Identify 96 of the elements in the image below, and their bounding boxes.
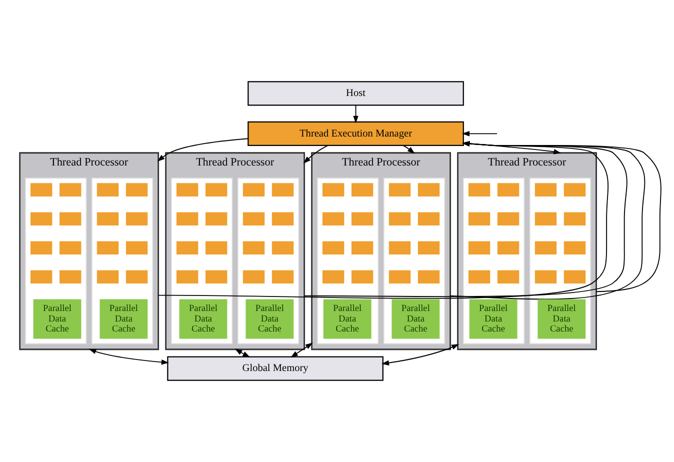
node-box (497, 241, 520, 254)
arrow (304, 141, 628, 298)
arrow (462, 141, 662, 292)
node-box (468, 183, 490, 196)
node-box (351, 241, 374, 254)
node-box (126, 241, 148, 254)
node-box: Parallel Data Cache (538, 299, 586, 339)
node-box (205, 241, 228, 254)
node-box (60, 270, 82, 284)
node-box (60, 183, 82, 196)
node-box (388, 270, 411, 284)
node-box (418, 270, 440, 284)
node-box (322, 212, 344, 226)
node-box: Parallel Data Cache (33, 299, 82, 339)
node-box (242, 183, 265, 196)
node-box (96, 183, 119, 196)
node-box (497, 270, 520, 284)
node-box (96, 241, 119, 254)
cluster (91, 178, 154, 344)
node-box (564, 241, 586, 254)
node-box (126, 270, 148, 284)
node-box (497, 212, 520, 226)
node-box (351, 183, 374, 196)
node-box (388, 183, 411, 196)
node-box (176, 270, 198, 284)
node-box (96, 270, 119, 284)
arrow (88, 348, 169, 365)
node-box (242, 241, 265, 254)
node-box (468, 241, 490, 254)
node-box (176, 241, 198, 254)
node-box (205, 212, 228, 226)
node-box: Thread Execution Manager (248, 121, 464, 146)
node-box (322, 183, 344, 196)
node-box (272, 212, 294, 226)
node-box: Parallel Data Cache (469, 299, 518, 339)
node-box: Parallel Data Cache (246, 299, 294, 339)
node-box (242, 270, 265, 284)
node-box (497, 183, 520, 196)
node-box (30, 270, 52, 284)
node-box (534, 241, 557, 254)
arrow (234, 348, 250, 358)
cluster (237, 178, 300, 344)
arrow (402, 144, 415, 154)
arrow (462, 131, 498, 136)
arrow (290, 342, 313, 358)
node-box (30, 183, 52, 196)
node-box (388, 241, 411, 254)
node-box (60, 212, 82, 226)
node-box (388, 212, 411, 226)
node-box: Parallel Data Cache (179, 299, 228, 339)
node-box (272, 270, 294, 284)
node-box: Host (248, 81, 464, 106)
node-box (60, 241, 82, 254)
node-box (272, 183, 294, 196)
node-box: Parallel Data Cache (100, 299, 148, 339)
node-box (534, 270, 557, 284)
arrow (158, 141, 609, 299)
node-box (351, 270, 374, 284)
node-box (96, 212, 119, 226)
node-box (126, 183, 148, 196)
node-box: Parallel Data Cache (323, 299, 372, 339)
node-box (242, 212, 265, 226)
node-box (322, 241, 344, 254)
node-box (418, 183, 440, 196)
node-box (418, 212, 440, 226)
arrow (382, 344, 460, 366)
arrow (353, 104, 358, 124)
node-box: Global Memory (167, 356, 384, 381)
node-box (176, 183, 198, 196)
node-box (30, 241, 52, 254)
node-box (205, 270, 228, 284)
arrow (157, 138, 248, 162)
node-box: Parallel Data Cache (392, 299, 440, 339)
node-box (418, 241, 440, 254)
cluster (316, 178, 379, 344)
node-box (126, 212, 148, 226)
cluster (170, 178, 233, 344)
node-box (322, 270, 344, 284)
node-box (534, 212, 557, 226)
node-box (30, 212, 52, 226)
node-box (205, 183, 228, 196)
node-box (564, 183, 586, 196)
node-box (351, 212, 374, 226)
cluster (383, 178, 446, 344)
node-box (272, 241, 294, 254)
node-box (468, 212, 490, 226)
node-box (468, 270, 490, 284)
cluster (24, 178, 87, 344)
arrow (450, 141, 646, 300)
arrow (303, 145, 328, 164)
node-box (564, 212, 586, 226)
node-box (176, 212, 198, 226)
node-box (534, 183, 557, 196)
cluster (529, 178, 592, 344)
node-box (564, 270, 586, 284)
cluster (462, 178, 525, 344)
